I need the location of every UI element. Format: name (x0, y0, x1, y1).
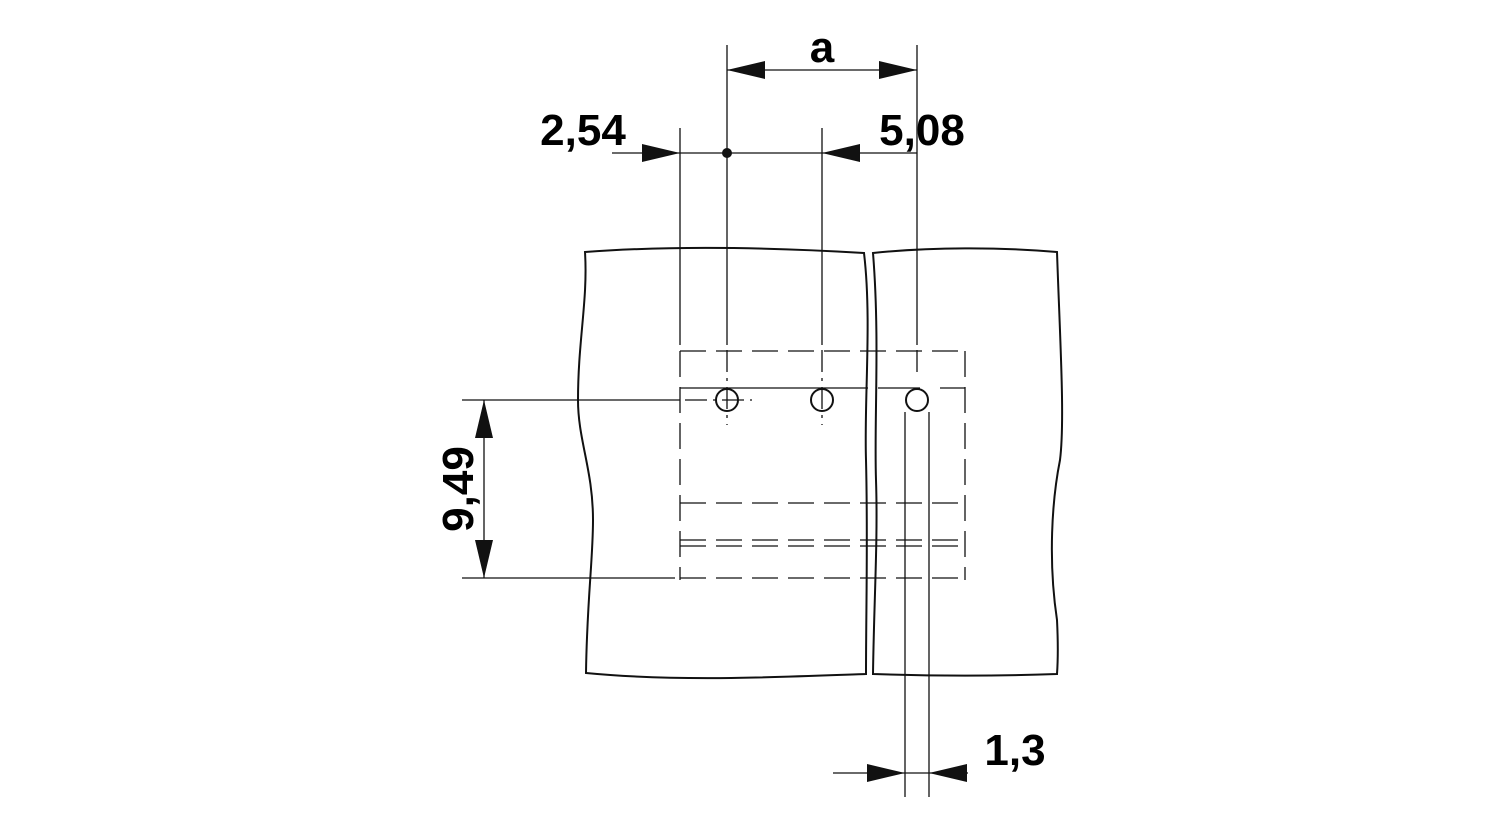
dimension-offsets: 2,54 5,08 (540, 106, 965, 162)
drill-hole-3 (905, 388, 929, 412)
drill-hole-2 (810, 388, 834, 412)
board-left-section (576, 246, 869, 680)
dimension-2-54-label: 2,54 (540, 106, 626, 155)
dimension-5-08-label: 5,08 (879, 106, 965, 155)
dimension-a-label: a (810, 23, 835, 72)
dimension-1-3-label: 1,3 (984, 726, 1045, 775)
dimension-9-49-label: 9,49 (434, 446, 483, 532)
connector-outline (679, 350, 966, 580)
drill-holes (715, 388, 929, 412)
board-right-section (871, 247, 1064, 677)
dimension-9-49: 9,49 (434, 399, 680, 579)
drill-hole-1 (715, 388, 739, 412)
extension-lines (679, 45, 920, 425)
dimension-a: a (727, 23, 917, 79)
dimension-1-3: 1,3 (833, 412, 1046, 797)
pcb-board (576, 246, 1064, 680)
